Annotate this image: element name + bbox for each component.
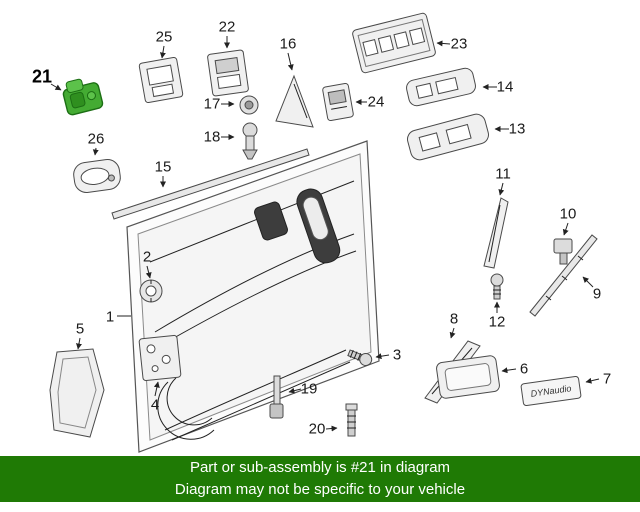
part-7-dynaudio-badge: DYNaudio (520, 375, 582, 407)
part-9-sill-trim-strip (529, 234, 598, 317)
callout-1: 1 (105, 308, 115, 326)
callout-4: 4 (150, 396, 160, 414)
banner-line1: Part or sub-assembly is #21 in diagram (189, 459, 451, 476)
part-26-handle-bezel (73, 158, 121, 194)
part-15-weatherstrip (111, 148, 310, 220)
part-13-switch-bezel (407, 113, 489, 161)
callout-15: 15 (154, 158, 172, 176)
part-17-knob (239, 95, 259, 115)
callout-21-highlighted: 21 (31, 66, 53, 87)
callout-22: 22 (218, 18, 236, 36)
part-2-grommet (139, 279, 163, 303)
callout-3: 3 (392, 346, 402, 364)
part-11-pillar-trim (483, 197, 509, 269)
callout-18: 18 (203, 128, 221, 146)
callout-10: 10 (559, 205, 577, 223)
part-5-tweeter-trim (49, 348, 105, 438)
part-14-switch-bezel (406, 67, 476, 107)
part-20-screw (345, 403, 358, 437)
callout-26: 26 (87, 130, 105, 148)
part-24-switch (322, 82, 354, 122)
callout-14: 14 (496, 78, 514, 96)
part-18-clip (242, 122, 258, 160)
callout-17: 17 (203, 95, 221, 113)
part-16-sail-panel (275, 74, 314, 128)
part-4-bracket (138, 334, 182, 382)
part-23-master-window-switch (352, 12, 436, 74)
disclaimer-banner: Part or sub-assembly is #21 in diagram D… (0, 456, 640, 502)
part-12-bolt (490, 273, 504, 300)
callout-20: 20 (308, 420, 326, 438)
part-21-highlighted-switch (62, 78, 104, 116)
callout-16: 16 (279, 35, 297, 53)
callout-6: 6 (519, 360, 529, 378)
callout-25: 25 (155, 28, 173, 46)
part-3-screw (347, 349, 373, 366)
callout-23: 23 (450, 35, 468, 53)
callout-11: 11 (495, 165, 511, 183)
callout-24: 24 (367, 93, 385, 111)
callout-19: 19 (300, 380, 318, 398)
part-10-clip (553, 238, 573, 265)
callout-12: 12 (488, 313, 506, 331)
callout-13: 13 (508, 120, 526, 138)
callout-9: 9 (592, 285, 602, 303)
part-19-lock-knob (269, 375, 284, 419)
part-1-door-trim-panel (126, 140, 380, 453)
callout-5: 5 (75, 320, 85, 338)
leader-lines (50, 36, 600, 432)
part-25-switch-bezel (138, 56, 184, 104)
part-6-trim-cover (436, 355, 500, 399)
callout-8: 8 (449, 310, 459, 328)
callout-7: 7 (602, 370, 612, 388)
banner-line2: Diagram may not be specific to your vehi… (174, 481, 466, 498)
callout-2: 2 (142, 248, 152, 266)
part-22-window-switch (207, 49, 249, 97)
